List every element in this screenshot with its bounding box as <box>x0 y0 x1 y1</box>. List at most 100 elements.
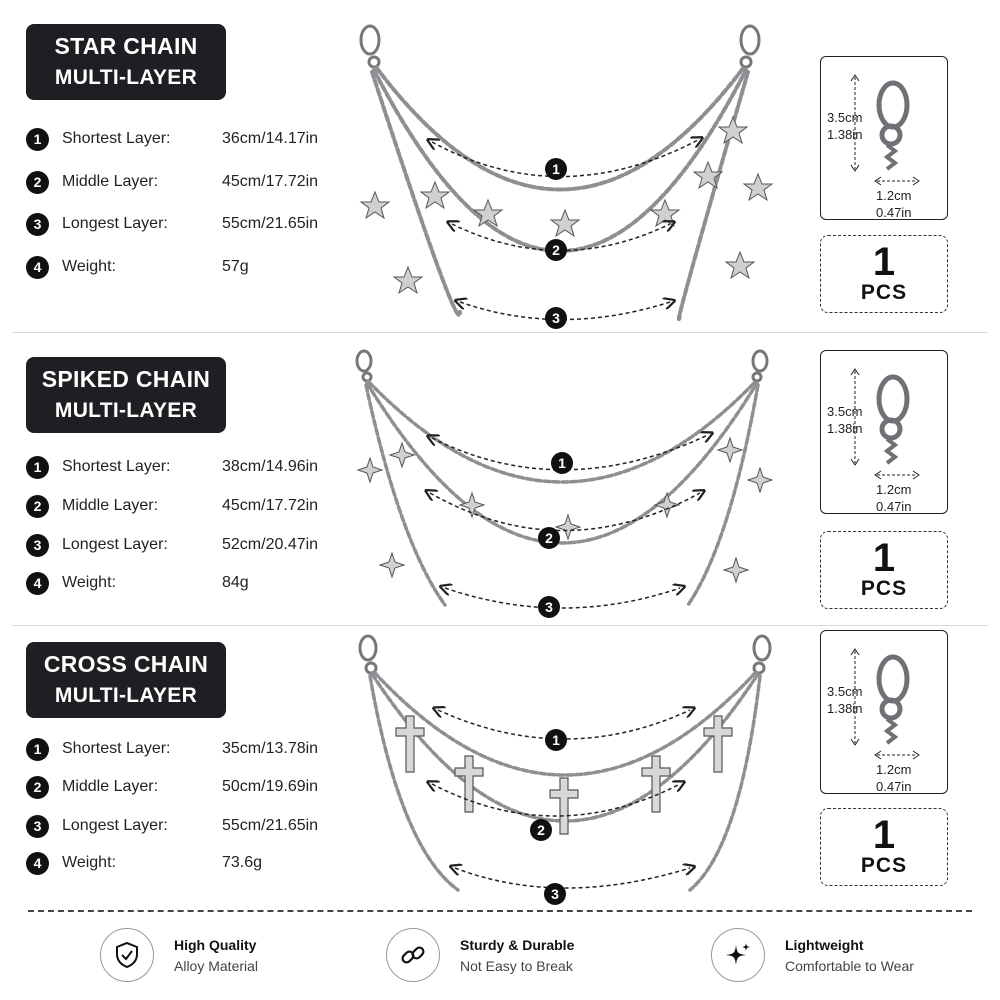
left-clasp-icon <box>358 634 378 675</box>
spec-label: Middle Layer: <box>62 497 159 514</box>
clasp-height-cm: 3.5cm <box>827 404 863 419</box>
chain-layer-2 <box>365 381 759 545</box>
spec-value: 38cm/14.96in <box>222 458 319 475</box>
quantity-number: 1 <box>872 240 896 284</box>
title-line-2: MULTI-LAYER <box>54 399 198 422</box>
chain-layer-3 <box>368 674 460 892</box>
feature-subtitle: Alloy Material <box>174 957 259 974</box>
spec-value: 55cm/21.65in <box>222 817 319 834</box>
spec-label: Weight: <box>62 854 116 871</box>
section-title: CROSS CHAIN MULTI-LAYER <box>26 642 226 718</box>
spec-value: 55cm/21.65in <box>222 215 319 232</box>
lobster-clasp-icon <box>850 368 920 480</box>
chain-layer-1 <box>366 379 758 484</box>
spec-value: 50cm/19.69in <box>222 778 319 795</box>
right-clasp-icon <box>739 24 761 69</box>
shield-check-icon <box>116 941 138 969</box>
spiked-star-charm-icon <box>356 436 774 584</box>
feature-sturdy: Sturdy & Durable Not Easy to Break <box>386 925 574 985</box>
spec-value: 35cm/13.78in <box>222 740 319 757</box>
layer-marker: 2 <box>530 819 552 841</box>
clasp-width-label: 1.2cm 0.47in <box>876 187 911 221</box>
layer-marker: 3 <box>545 307 567 329</box>
feature-icon-circle <box>386 928 440 982</box>
right-clasp-icon <box>752 634 772 675</box>
number-badge: 1 <box>26 127 49 151</box>
clasp-height-in: 1.38in <box>827 127 863 142</box>
quantity-box: 1 PCS <box>820 531 948 609</box>
svg-text:1: 1 <box>552 732 560 748</box>
spec-label: Shortest Layer: <box>62 458 171 475</box>
feature-high-quality: High Quality Alloy Material <box>100 925 258 985</box>
number-badge: 4 <box>26 571 49 595</box>
section-title: SPIKED CHAIN MULTI-LAYER <box>26 357 226 433</box>
spec-label: Weight: <box>62 258 116 275</box>
clasp-size-box: 3.5cm 1.38in 1.2cm 0.47in <box>820 56 948 220</box>
feature-lightweight: Lightweight Comfortable to Wear <box>711 925 914 985</box>
title-line-2: MULTI-LAYER <box>54 684 198 707</box>
feature-icon-circle <box>100 928 154 982</box>
svg-text:1: 1 <box>558 455 566 471</box>
left-clasp-icon <box>359 24 381 69</box>
lobster-clasp-icon <box>850 74 920 186</box>
spec-value: 73.6g <box>222 854 263 871</box>
layer-marker: 2 <box>545 239 567 261</box>
chain-layer-1 <box>374 65 746 192</box>
clasp-width-cm: 1.2cm <box>876 482 912 497</box>
star-chain-illustration: 1 2 3 <box>359 24 774 329</box>
svg-text:2: 2 <box>537 822 545 838</box>
right-clasp-icon <box>751 349 769 383</box>
number-badge: 1 <box>26 455 49 479</box>
number-badge: 2 <box>26 494 49 518</box>
chain-layer-3 <box>370 70 462 317</box>
clasp-width-in: 0.47in <box>876 499 912 514</box>
svg-text:2: 2 <box>545 530 553 546</box>
spec-row-weight: 4 Weight: 73.6g <box>26 849 262 877</box>
number-badge: 4 <box>26 255 49 279</box>
spec-row-shortest: 1 Shortest Layer: 35cm/13.78in <box>26 735 318 763</box>
chain-layer-1 <box>372 670 758 777</box>
title-line-1: SPIKED CHAIN <box>41 366 211 392</box>
spec-label: Weight: <box>62 574 116 591</box>
quantity-unit: PCS <box>860 577 908 600</box>
spec-row-shortest: 1 Shortest Layer: 36cm/14.17in <box>26 125 318 153</box>
section-title: STAR CHAIN MULTI-LAYER <box>26 24 226 100</box>
clasp-width-in: 0.47in <box>876 779 912 794</box>
spec-label: Shortest Layer: <box>62 130 171 147</box>
left-clasp-icon <box>355 349 373 383</box>
clasp-width-label: 1.2cm 0.47in <box>876 481 911 515</box>
spec-value: 84g <box>222 574 249 591</box>
quantity-box: 1 PCS <box>820 235 948 313</box>
number-badge: 4 <box>26 851 49 875</box>
clasp-height-label: 3.5cm 1.38in <box>827 109 862 143</box>
quantity-number: 1 <box>872 536 896 580</box>
chain-layer-3 <box>686 383 760 607</box>
section-star-chain: STAR CHAIN MULTI-LAYER 1 Shortest Layer:… <box>0 0 1000 332</box>
number-badge: 2 <box>26 170 49 194</box>
clasp-height-label: 3.5cm 1.38in <box>827 403 862 437</box>
number-badge: 3 <box>26 212 49 236</box>
section-cross-chain: CROSS CHAIN MULTI-LAYER 1 Shortest Layer… <box>0 626 1000 906</box>
title-line-2: MULTI-LAYER <box>54 66 198 89</box>
clasp-width-cm: 1.2cm <box>876 188 912 203</box>
spec-label: Shortest Layer: <box>62 740 171 757</box>
clasp-height-in: 1.38in <box>827 701 863 716</box>
number-badge: 3 <box>26 814 49 838</box>
quantity-number: 1 <box>872 813 896 857</box>
spec-value: 45cm/17.72in <box>222 497 319 514</box>
feature-subtitle: Comfortable to Wear <box>785 957 914 974</box>
quantity-box: 1 PCS <box>820 808 948 886</box>
svg-text:3: 3 <box>551 886 559 902</box>
spec-row-weight: 4 Weight: 57g <box>26 253 249 281</box>
layer-marker: 3 <box>538 596 560 618</box>
clasp-size-box: 3.5cm 1.38in 1.2cm 0.47in <box>820 350 948 514</box>
spec-row-middle: 2 Middle Layer: 50cm/19.69in <box>26 773 318 801</box>
spec-value: 36cm/14.17in <box>222 130 319 147</box>
quantity-unit: PCS <box>860 854 908 877</box>
clasp-height-cm: 3.5cm <box>827 684 863 699</box>
lobster-clasp-icon <box>850 648 920 760</box>
spec-row-longest: 3 Longest Layer: 55cm/21.65in <box>26 812 318 840</box>
section-divider <box>12 625 988 626</box>
svg-text:3: 3 <box>545 599 553 615</box>
sparkle-icon <box>726 943 750 965</box>
